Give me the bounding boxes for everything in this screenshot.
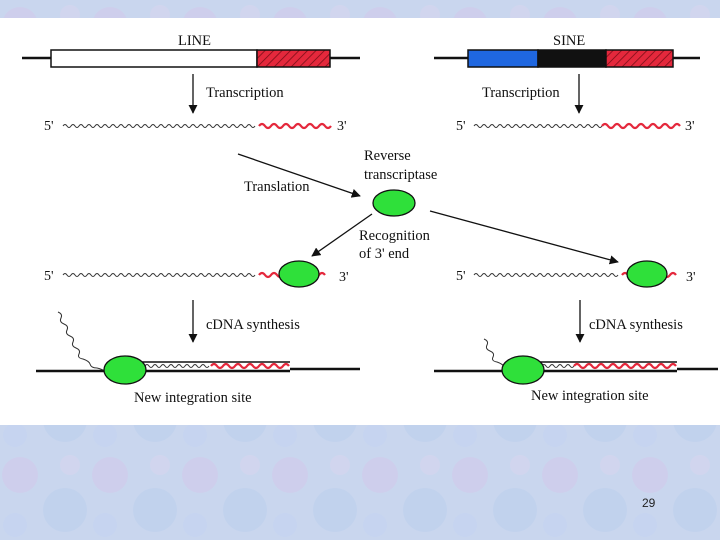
sine-integration-label: New integration site xyxy=(531,388,649,404)
sine-bound-3prime: 3' xyxy=(686,270,696,285)
sine-integrated-rna xyxy=(541,364,575,368)
reverse-transcriptase-label-1: Reverse xyxy=(364,148,411,164)
line-bound-rna-strand xyxy=(62,273,256,277)
line-element-3prime-region xyxy=(256,49,331,68)
retrotransposition-diagram: LINE Transcription 5' 3' Translation Rev… xyxy=(22,33,718,406)
line-rna-3prime: 3' xyxy=(337,119,347,134)
sine-rna-5prime: 5' xyxy=(456,119,466,134)
rt-to-sine-arrow xyxy=(429,210,619,265)
line-bound-3prime: 3' xyxy=(339,270,349,285)
line-cdna-label: cDNA synthesis xyxy=(206,317,300,333)
page-number: 29 xyxy=(642,496,656,510)
line-bound-protein xyxy=(278,260,320,288)
sine-cdna-label: cDNA synthesis xyxy=(589,317,683,333)
sine-black-region xyxy=(537,49,607,68)
line-bound-5prime: 5' xyxy=(44,269,54,284)
line-title: LINE xyxy=(178,33,211,49)
line-rna-strand xyxy=(62,124,256,128)
translation-arrow xyxy=(237,153,361,198)
sine-rna-strand xyxy=(473,124,603,128)
reverse-transcriptase-protein xyxy=(372,189,416,217)
line-integrated-red xyxy=(210,362,290,370)
sine-title: SINE xyxy=(553,33,585,49)
reverse-transcriptase-label-2: transcriptase xyxy=(364,167,437,183)
line-rna-3prime-segment xyxy=(258,122,332,130)
sine-transcription-label: Transcription xyxy=(482,85,560,101)
sine-bound-protein xyxy=(626,260,668,288)
sine-rna-3prime-segment xyxy=(601,122,681,130)
recognition-label-1: Recognition xyxy=(359,228,431,244)
sine-rna-3prime: 3' xyxy=(685,119,695,134)
line-transcription-label: Transcription xyxy=(206,85,284,101)
line-integration-rna-tail xyxy=(57,311,107,373)
line-rna-5prime: 5' xyxy=(44,119,54,134)
recognition-label-2: of 3' end xyxy=(359,246,410,262)
sine-3prime-region xyxy=(605,49,674,68)
sine-integrated-red xyxy=(573,362,677,370)
sine-bound-rna-strand xyxy=(473,273,619,277)
translation-label: Translation xyxy=(244,179,310,195)
sine-blue-region xyxy=(467,49,539,68)
rt-to-line-arrow xyxy=(311,213,373,257)
line-integration-label: New integration site xyxy=(134,390,252,406)
sine-bound-5prime: 5' xyxy=(456,269,466,284)
line-element-body xyxy=(50,49,258,68)
line-integration-protein xyxy=(103,355,147,385)
sine-integration-protein xyxy=(501,355,545,385)
line-integrated-rna xyxy=(144,364,210,368)
